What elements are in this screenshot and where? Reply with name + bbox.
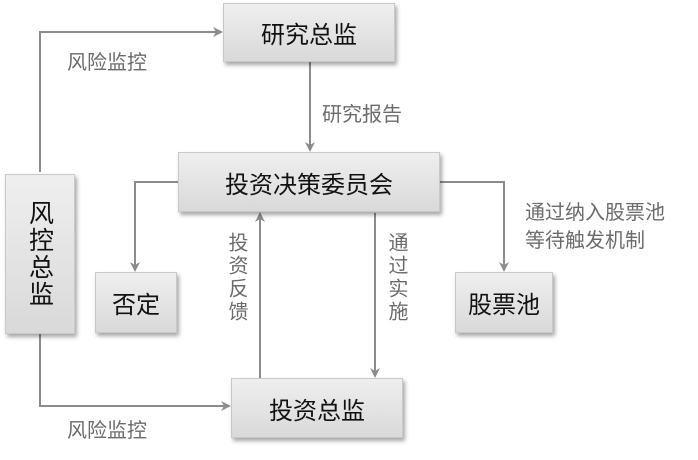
arrow-committee-to-reject xyxy=(130,181,178,272)
label-investment-feedback: 投资反馈 xyxy=(225,232,249,324)
label-risk-monitor-bottom: 风险监控 xyxy=(67,418,147,442)
node-investment-committee: 投资决策委员会 xyxy=(178,152,440,212)
label-risk-monitor-top: 风险监控 xyxy=(67,50,147,74)
arrow-risk-to-research xyxy=(39,27,223,172)
label-approve-implement: 通过实施 xyxy=(385,232,409,324)
node-risk-director: 风控总监 xyxy=(5,174,75,334)
node-investment-director: 投资总监 xyxy=(231,378,403,438)
node-stock-pool: 股票池 xyxy=(455,272,553,333)
arrow-committee-to-pool xyxy=(440,181,509,272)
label-stock-pool-note-line2: 等待触发机制 xyxy=(525,228,645,252)
node-research-director: 研究总监 xyxy=(223,3,395,62)
label-research-report: 研究报告 xyxy=(322,102,402,126)
label-stock-pool-note-line1: 通过纳入股票池 xyxy=(525,200,665,224)
label-stock-pool-note: 通过纳入股票池 等待触发机制 xyxy=(525,198,665,254)
arrow-risk-to-investment xyxy=(39,334,231,411)
node-reject: 否定 xyxy=(95,272,177,333)
